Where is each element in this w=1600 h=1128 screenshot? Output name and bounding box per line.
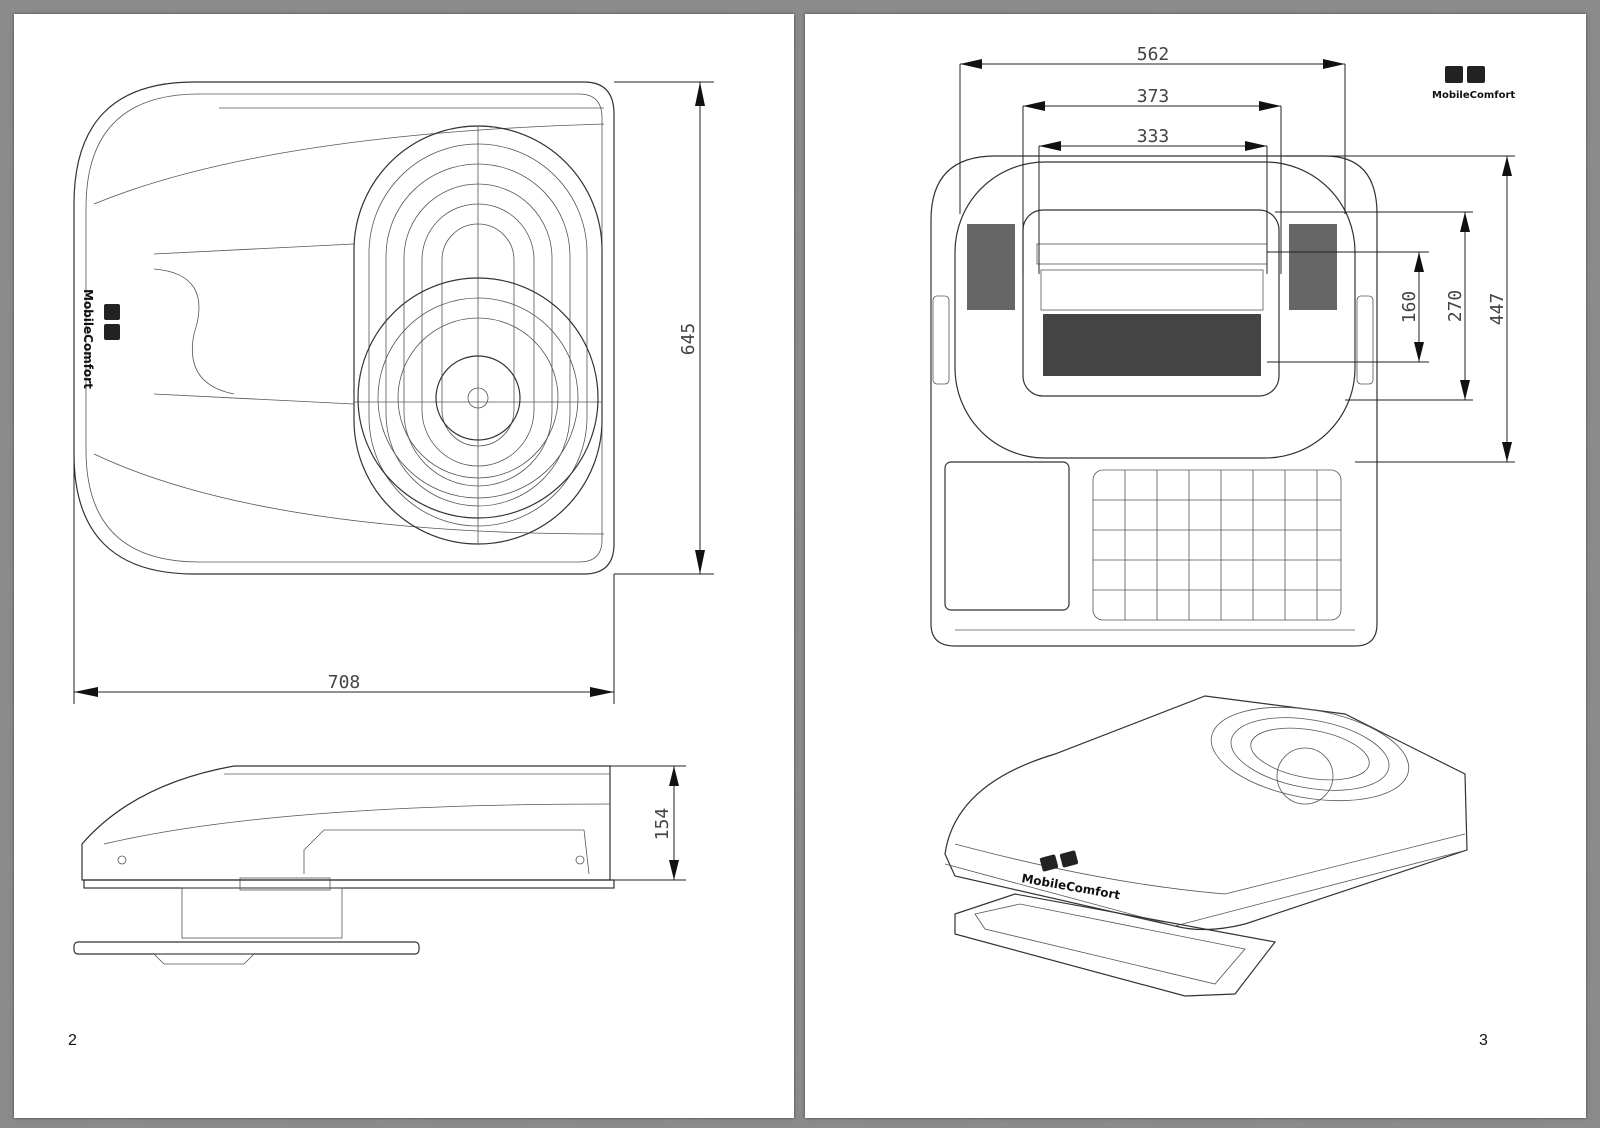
page-3: MobileComfort — [805, 14, 1586, 1118]
brand-logo: MobileComfort — [1432, 66, 1515, 101]
page-number: 2 — [68, 1032, 77, 1049]
side-view-drawing — [73, 765, 615, 965]
dimension-708: 708 — [73, 454, 615, 704]
technical-drawing-page-3: MobileComfort — [930, 44, 1515, 997]
technical-drawing-page-2: MobileComfort 645 708 — [73, 81, 714, 965]
dimension-154-label: 154 — [652, 808, 673, 841]
dimension-708-label: 708 — [328, 672, 361, 693]
dimension-373-label: 373 — [1137, 86, 1170, 107]
dimension-562-label: 562 — [1137, 44, 1170, 65]
dimension-645-label: 645 — [678, 323, 699, 356]
dimension-160: 160 — [1267, 251, 1429, 363]
dimension-447-label: 447 — [1487, 293, 1508, 326]
brand-logo-text: MobileComfort — [1432, 90, 1515, 101]
dimension-645: 645 — [614, 81, 714, 575]
dimension-333-label: 333 — [1137, 126, 1170, 147]
motorhome-icon — [1445, 66, 1463, 83]
top-view-drawing: MobileComfort — [73, 81, 615, 575]
caravan-icon — [1467, 66, 1485, 83]
dimension-333: 333 — [1038, 126, 1268, 274]
page-2: MobileComfort 645 708 — [14, 14, 794, 1118]
page-number: 3 — [1479, 1032, 1488, 1049]
dimension-447: 447 — [1285, 155, 1515, 463]
dimension-154: 154 — [610, 765, 686, 881]
dimension-270: 270 — [1275, 211, 1473, 401]
top-view-logo-text: MobileComfort — [81, 289, 95, 389]
dimension-373: 373 — [1022, 86, 1282, 274]
dimension-270-label: 270 — [1445, 290, 1466, 323]
dimension-160-label: 160 — [1399, 291, 1420, 324]
bottom-view-drawing — [930, 155, 1378, 647]
dimension-562: 562 — [959, 44, 1346, 214]
isometric-view-drawing: MobileComfort — [944, 695, 1468, 997]
